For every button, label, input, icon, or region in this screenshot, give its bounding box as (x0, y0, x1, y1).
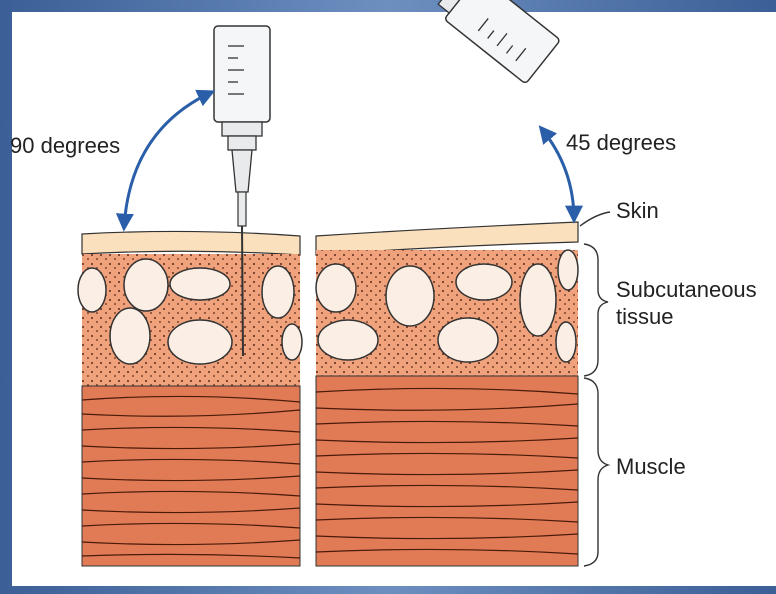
left-skin-layer (82, 231, 300, 255)
syringe-45-degrees (277, 0, 561, 84)
muscle-label: Muscle (616, 454, 686, 479)
muscle-brace (584, 378, 608, 566)
subcutaneous-brace (584, 244, 608, 376)
left-angle-label: 90 degrees (10, 133, 120, 158)
right-angle-label: 45 degrees (566, 130, 676, 155)
skin-label: Skin (616, 198, 659, 223)
subcutaneous-label-line2: tissue (616, 304, 673, 329)
left-angle-arrow (124, 92, 212, 228)
skin-leader-line (580, 212, 610, 226)
subcutaneous-label-line1: Subcutaneous (616, 277, 757, 302)
right-tissue-block (316, 222, 578, 566)
left-tissue-block (78, 231, 302, 566)
